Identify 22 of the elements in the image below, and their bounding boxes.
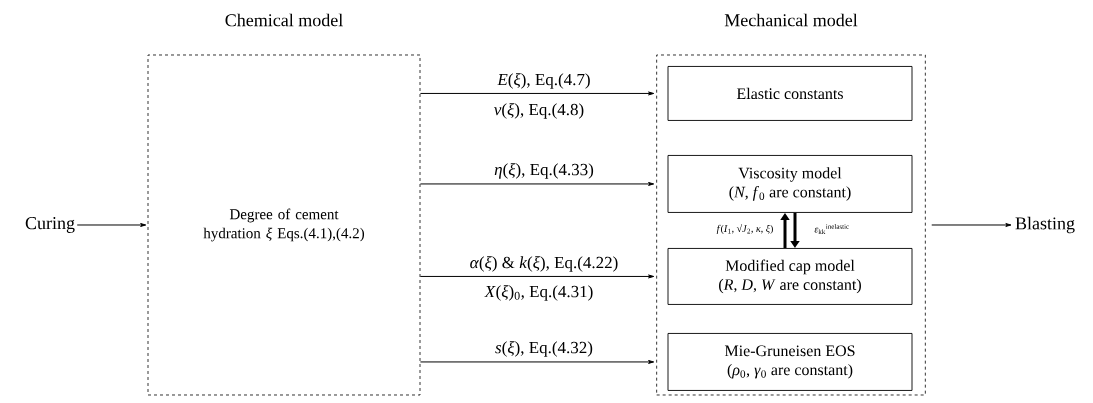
- arrow: [419, 360, 655, 364]
- text-label: Curing: [25, 217, 75, 233]
- model-box: Degree of cement hydration ξ Eqs.(4.1),(4.2): [147, 54, 421, 396]
- process-box: Mie-Gruneisen EOS (ρ$_{0}$, γ$_{0}$ are constant): [667, 333, 913, 391]
- heading: Mechanical model: [724, 13, 858, 27]
- edge-label: η(ξ), Eq.(4.33): [494, 163, 594, 179]
- edge-label: E(ξ), Eq.(4.7): [497, 73, 590, 89]
- process-box: Elastic constants: [667, 66, 913, 121]
- process-box: Viscosity model (N, f$_{0}$ are constant): [667, 155, 913, 213]
- formula-label: X(ξ)$_{0}$, Eq.(4.31): [484, 285, 593, 301]
- formula-label: ν(ξ), Eq.(4.8): [494, 103, 584, 119]
- arrow: [419, 91, 655, 96]
- arrow: [419, 182, 655, 186]
- arrow: [419, 274, 655, 279]
- arrow: [931, 223, 1012, 227]
- arrow: [76, 223, 147, 227]
- text-label: Blasting: [1015, 216, 1075, 234]
- edge-label: f(I$_{1}$, √J$_{2}$, κ, ξ): [716, 223, 773, 234]
- process-box: Modified cap model (R, D, W are constant): [667, 248, 913, 305]
- edge-label: s(ξ), Eq.(4.32): [495, 341, 593, 357]
- edge-label: α(ξ) & k(ξ), Eq.(4.22): [470, 256, 618, 272]
- heading: Chemical model: [225, 13, 343, 27]
